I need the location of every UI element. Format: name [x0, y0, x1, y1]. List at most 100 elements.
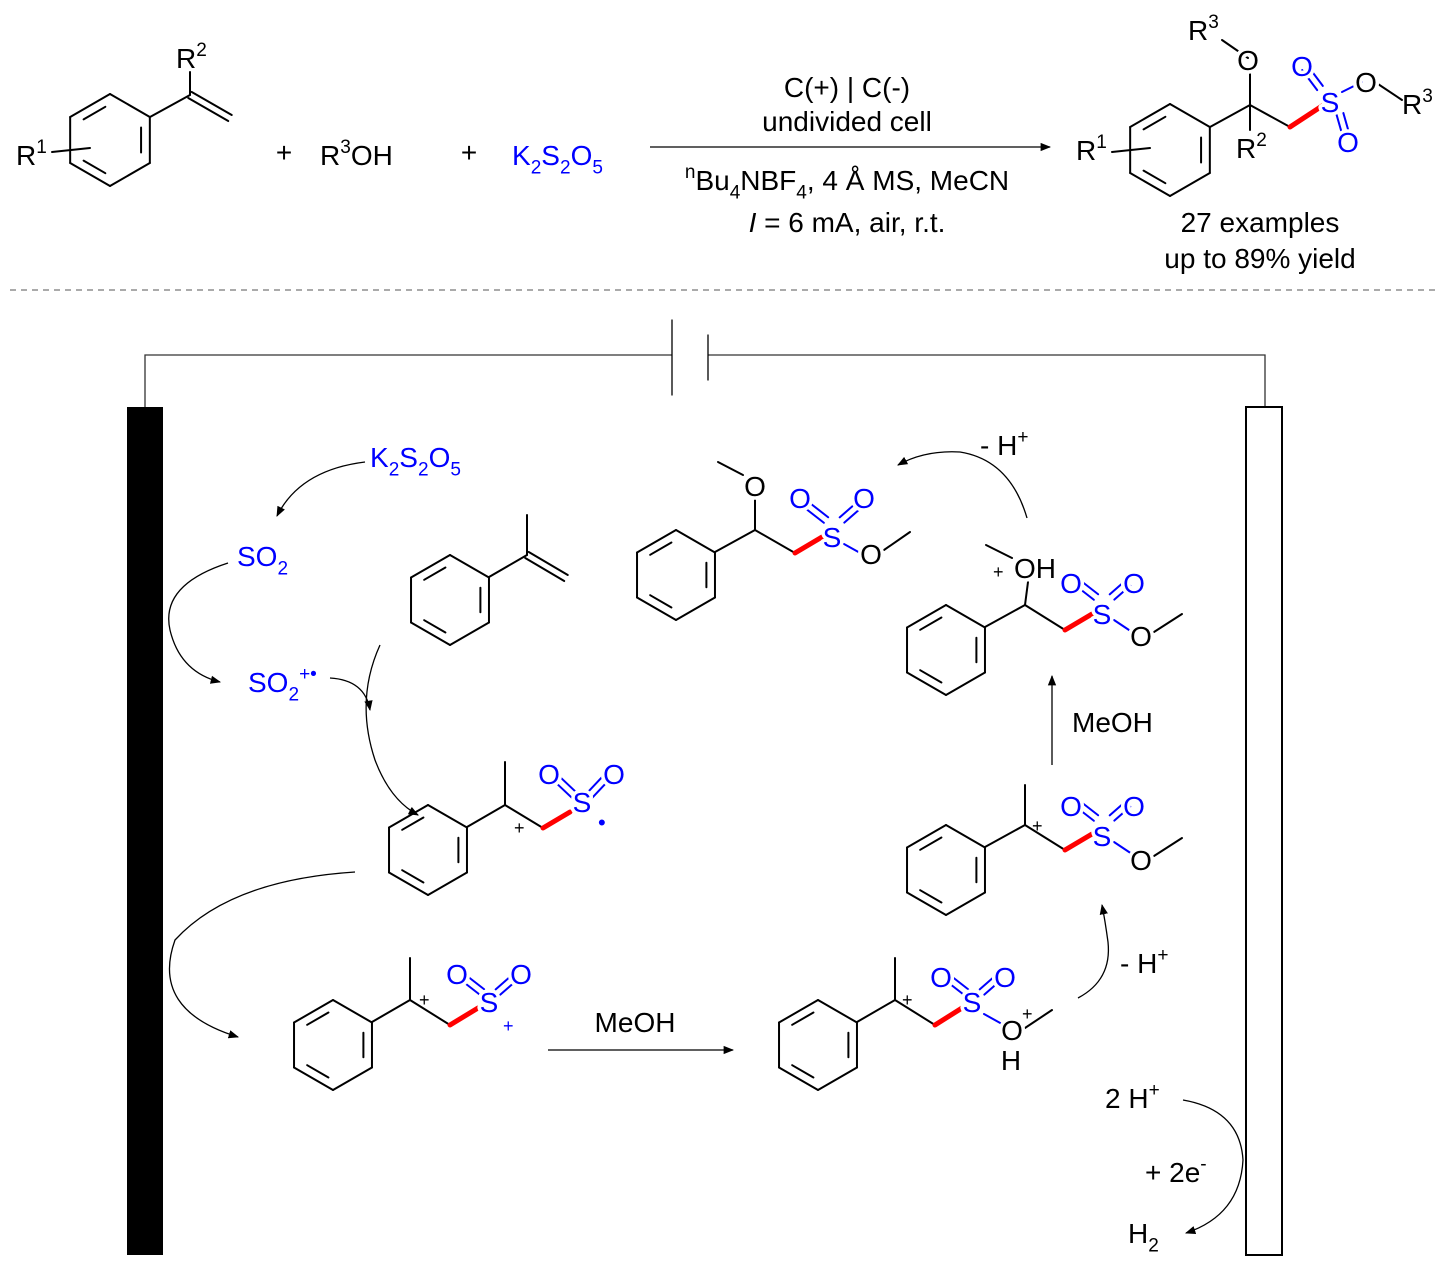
text-run: O: [1355, 67, 1377, 98]
text-run: undivided cell: [762, 106, 932, 137]
benzene-ring-bond: [449, 621, 490, 646]
new-cs-bond: [1062, 831, 1095, 853]
carbocation-charge: +: [1032, 816, 1043, 836]
text-run: S: [541, 140, 560, 171]
oxygen: O: [930, 962, 952, 993]
sulfur: S: [963, 987, 982, 1018]
text-run: MeOH: [1072, 707, 1153, 738]
text-run: R: [16, 140, 36, 171]
double-bond: [187, 97, 230, 123]
benzene-ring-bond: [778, 999, 819, 1024]
radical-dot: •: [598, 810, 606, 835]
bond: [985, 544, 1013, 559]
text-run: O: [1060, 791, 1082, 822]
text-run: O: [1291, 51, 1313, 82]
text-run: R: [320, 140, 340, 171]
superscript: n: [685, 162, 696, 183]
text-run: R: [1076, 135, 1096, 166]
double-bond: [499, 979, 518, 996]
benzene-ring-inner-bond: [919, 616, 943, 631]
subscript: 2: [1148, 1235, 1159, 1256]
arrow-addition-b: [365, 644, 419, 816]
text-run: +: [514, 818, 525, 838]
text-run: S: [823, 522, 842, 553]
benzene-ring-bond: [817, 999, 858, 1024]
ester-oxygen: O: [1130, 621, 1152, 652]
double-bond: [978, 974, 997, 991]
double-bond: [460, 979, 481, 996]
superscript: 3: [340, 137, 351, 158]
benzene-ring-bond: [1169, 103, 1211, 128]
benzene-ring-bond: [332, 1066, 373, 1091]
double-bond: [1301, 69, 1319, 92]
carbocation-charge: +: [514, 818, 525, 838]
bond: [984, 604, 1026, 628]
text-run: •: [598, 810, 606, 835]
benzene-ring-bond: [636, 529, 677, 554]
text-run: O: [1237, 45, 1259, 76]
oxonium-hydroxyl: OH: [1014, 553, 1056, 584]
subscript: 5: [450, 459, 461, 480]
benzene-ring-inner-bond: [1142, 169, 1167, 185]
product-ester-r3-label: R3: [1402, 86, 1433, 120]
text-run: C(+) | C(-): [784, 72, 910, 103]
benzene-ring-bond: [636, 596, 677, 621]
subscript: 2: [389, 459, 400, 480]
benzene-ring-bond: [1169, 172, 1211, 197]
benzene-ring-inner-bond: [919, 669, 943, 684]
double-bond: [1335, 113, 1344, 137]
text-run: +: [419, 990, 430, 1010]
text-run: +: [993, 562, 1004, 582]
oxonium-charge: +: [993, 562, 1004, 582]
benzene-ring-bond: [427, 871, 468, 896]
text-run: O: [789, 483, 811, 514]
double-bond: [1074, 805, 1095, 822]
bond: [984, 824, 1026, 848]
bond: [983, 1013, 1003, 1025]
sulfur: S: [480, 987, 499, 1018]
bond: [504, 804, 544, 829]
text-run: O: [1060, 568, 1082, 599]
double-bond: [1108, 800, 1127, 817]
text-run: + 2e: [1145, 1157, 1200, 1188]
circuit-wire-left: [144, 354, 672, 407]
new-cs-bond: [540, 809, 573, 831]
benzene-ring-inner-bond: [919, 889, 943, 904]
benzene-ring-bond: [945, 671, 986, 696]
oxygen: O: [1123, 791, 1145, 822]
product-ester-oxygen: O: [1355, 67, 1377, 98]
superscript: +: [1017, 427, 1028, 448]
text-run: R: [176, 43, 196, 74]
benzene-ring-bond: [109, 93, 151, 118]
oxygen: O: [603, 759, 625, 790]
oxygen: O: [1060, 568, 1082, 599]
product-sulfur: S: [1321, 87, 1340, 118]
text-run: O: [994, 962, 1016, 993]
bond: [1377, 83, 1403, 101]
benzene-ring-inner-bond: [82, 105, 107, 121]
bond: [1024, 824, 1066, 851]
bond: [717, 461, 744, 476]
examples-count: 27 examples: [1181, 207, 1340, 238]
new-cs-bond: [1062, 611, 1095, 633]
double-bond: [1113, 584, 1132, 601]
plus-sign: +: [461, 137, 477, 168]
double-bond: [1108, 579, 1127, 596]
superscript: -: [1200, 1154, 1206, 1175]
oxonium-hydrogen: H: [1001, 1045, 1021, 1076]
carbocation-charge: +: [902, 990, 913, 1010]
benzene-ring-inner-bond: [401, 816, 425, 831]
text-run: S: [1093, 821, 1112, 852]
text-run: OH: [351, 140, 393, 171]
text-run: S: [1321, 87, 1340, 118]
text-run: O: [1130, 621, 1152, 652]
double-bond: [586, 774, 605, 794]
protons-label: 2 H+: [1105, 1080, 1160, 1114]
text-run: O: [1130, 845, 1152, 876]
bond: [843, 543, 863, 555]
methanol-label-right: MeOH: [1072, 707, 1153, 738]
product-sulfonyl-oxygen: O: [1291, 51, 1313, 82]
benzene-ring-inner-bond: [649, 541, 673, 556]
